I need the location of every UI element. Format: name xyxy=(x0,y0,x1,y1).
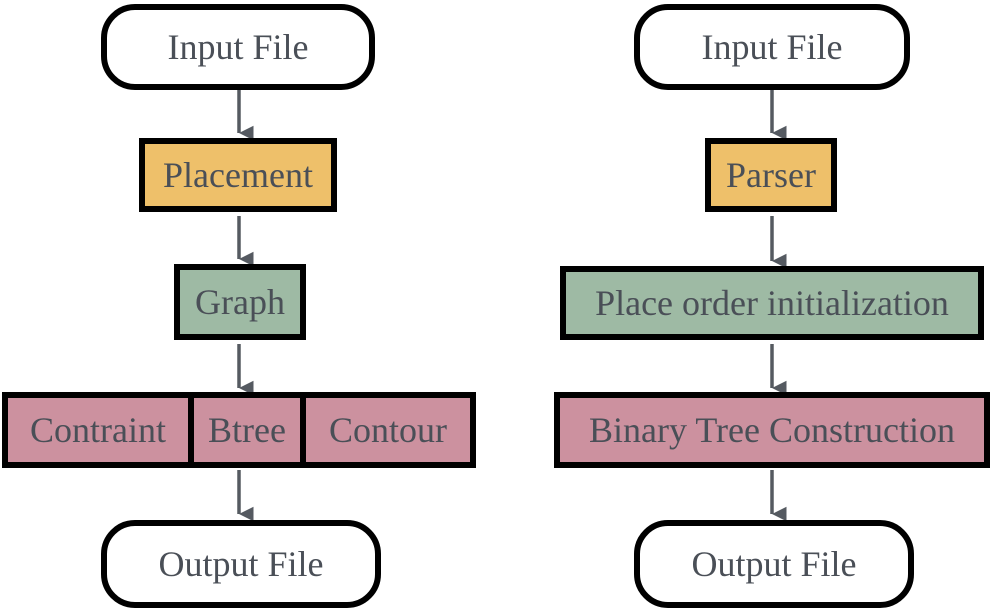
left-contour-label: Contour xyxy=(328,410,447,450)
right-input-file: Input File xyxy=(634,4,910,90)
right-output-label: Output File xyxy=(691,544,857,584)
left-graph-box: Graph xyxy=(174,264,306,340)
left-output-label: Output File xyxy=(158,544,324,584)
left-btree-label: Btree xyxy=(208,410,286,450)
left-component-bar: Contraint Btree Contour xyxy=(2,392,476,468)
left-placement-label: Placement xyxy=(163,155,313,195)
left-output-file: Output File xyxy=(101,520,381,608)
left-input-file: Input File xyxy=(101,4,375,90)
right-input-label: Input File xyxy=(701,27,843,67)
left-input-label: Input File xyxy=(167,27,309,67)
left-contour-segment: Contour xyxy=(300,398,470,462)
left-placement-box: Placement xyxy=(139,138,337,212)
right-place-order-label: Place order initialization xyxy=(595,283,949,323)
right-parser-label: Parser xyxy=(726,155,816,195)
left-contraint-segment: Contraint xyxy=(8,398,188,462)
right-binary-tree-box: Binary Tree Construction xyxy=(554,392,990,468)
right-parser-box: Parser xyxy=(705,138,837,212)
right-place-order-box: Place order initialization xyxy=(560,266,984,340)
left-btree-segment: Btree xyxy=(188,398,300,462)
right-binary-tree-label: Binary Tree Construction xyxy=(589,410,955,450)
right-output-file: Output File xyxy=(634,520,914,608)
left-contraint-label: Contraint xyxy=(30,410,166,450)
left-graph-label: Graph xyxy=(195,282,285,322)
